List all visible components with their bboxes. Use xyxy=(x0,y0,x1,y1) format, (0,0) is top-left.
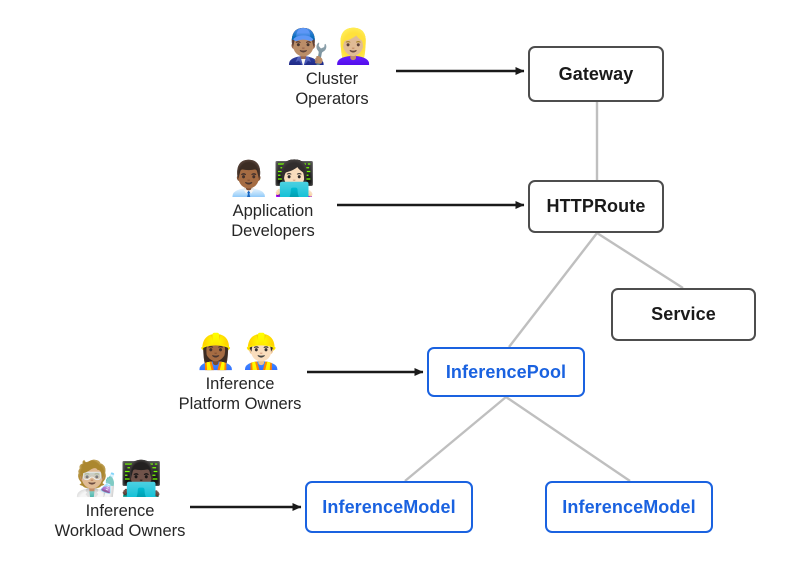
actor-application-developers-label: Application Developers xyxy=(231,202,315,240)
node-httproute[interactable]: HTTPRoute xyxy=(528,180,664,233)
edge-httproute-service xyxy=(596,231,684,290)
node-inferencepool-label: InferencePool xyxy=(445,361,567,382)
node-inferencemodel-left[interactable]: InferenceModel xyxy=(305,481,473,533)
node-inferencemodel-right[interactable]: InferenceModel xyxy=(545,481,713,533)
node-httproute-label: HTTPRoute xyxy=(546,196,646,216)
node-gateway-label: Gateway xyxy=(558,63,634,84)
node-gateway[interactable]: Gateway xyxy=(528,46,664,102)
man-mechanic-icon woman-mechanic-icon: 👨🏽‍🔧👱🏼‍♀️ xyxy=(286,27,378,67)
actor-inference-platform-owners: 👷🏾‍♀️👷🏻‍♂️ Inference Platform Owners xyxy=(155,331,325,414)
edge-httproute-inferencepool xyxy=(508,232,598,348)
node-inferencepool[interactable]: InferencePool xyxy=(427,347,585,397)
node-service-label: Service xyxy=(651,304,716,324)
actor-cluster-operators-label: Cluster Operators xyxy=(295,70,369,108)
scientist-icon man-technologist-icon: 🧑🏼‍🔬👨🏿‍💻 xyxy=(74,459,166,499)
actor-inference-platform-owners-label: Inference Platform Owners xyxy=(178,375,302,413)
edge-inferencepool-model-left xyxy=(404,396,507,482)
edge-inferencepool-model-right xyxy=(505,396,631,482)
actor-inference-workload-owners-label: Inference Workload Owners xyxy=(54,502,186,540)
actor-cluster-operators: 👨🏽‍🔧👱🏼‍♀️ Cluster Operators xyxy=(252,26,412,109)
node-inferencemodel-right-label: InferenceModel xyxy=(562,496,696,517)
node-inferencemodel-left-label: InferenceModel xyxy=(322,496,456,517)
woman-construction-worker-icon man-construction-worker-icon: 👷🏾‍♀️👷🏻‍♂️ xyxy=(194,332,286,372)
man-office-worker-icon woman-technologist-icon: 👨🏾‍💼👩🏻‍💻 xyxy=(227,159,319,199)
actor-application-developers: 👨🏾‍💼👩🏻‍💻 Application Developers xyxy=(193,158,353,241)
actor-inference-workload-owners: 🧑🏼‍🔬👨🏿‍💻 Inference Workload Owners xyxy=(30,458,210,541)
node-service[interactable]: Service xyxy=(611,288,756,341)
